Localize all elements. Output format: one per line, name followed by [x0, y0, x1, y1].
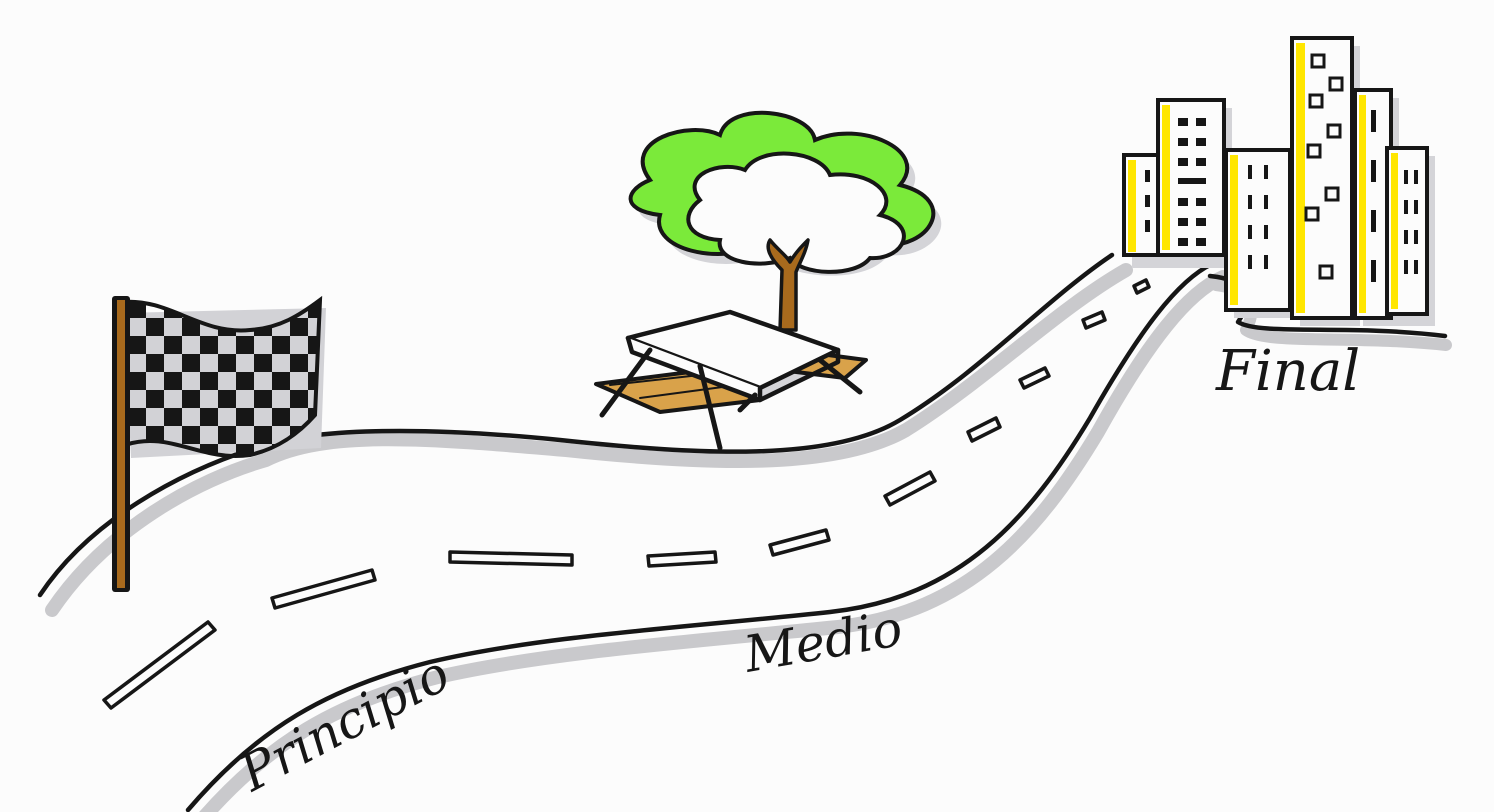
label-middle: Medio — [739, 599, 907, 684]
city-buildings-icon — [1124, 38, 1435, 326]
checkered-flag-icon — [112, 296, 326, 592]
tree-icon — [631, 113, 942, 330]
picnic-table-icon — [596, 312, 866, 448]
label-end: Final — [1215, 339, 1360, 404]
flag-pole — [117, 300, 125, 588]
label-start: Principio — [230, 644, 459, 803]
